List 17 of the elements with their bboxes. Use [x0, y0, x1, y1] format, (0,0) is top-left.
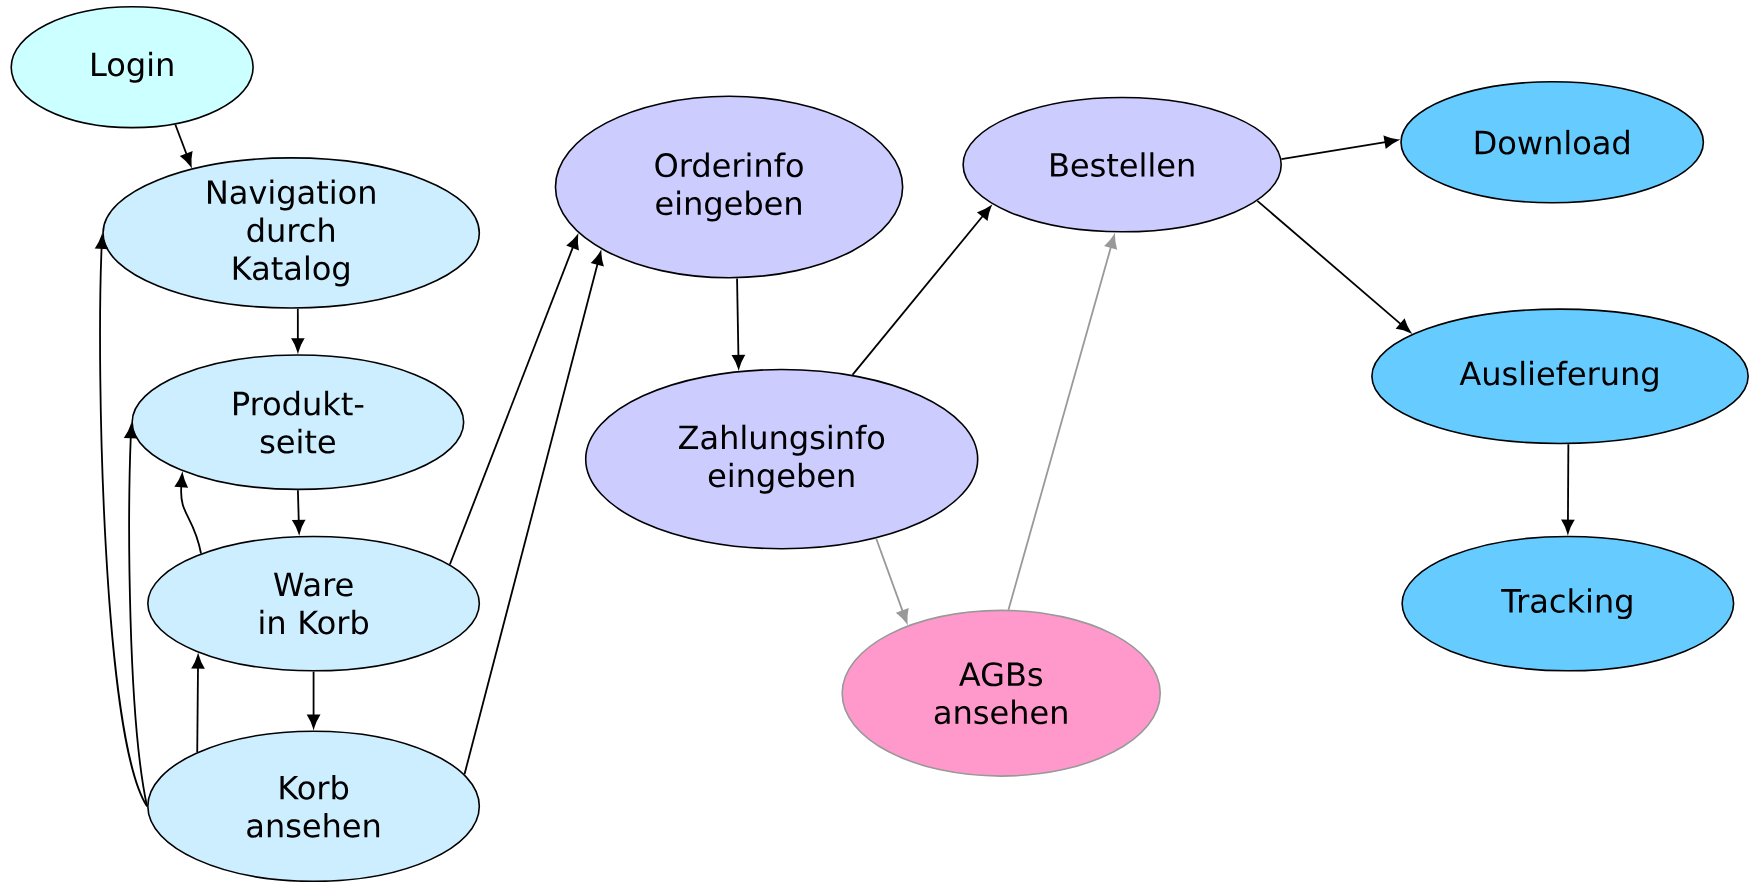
arrow — [1561, 443, 1575, 534]
arrow — [307, 670, 320, 728]
arrow — [191, 654, 205, 753]
arrow — [851, 205, 992, 376]
arrow — [463, 251, 604, 775]
arrow — [732, 277, 745, 369]
arrow — [291, 307, 305, 352]
arrow — [174, 123, 193, 167]
arrow — [875, 537, 909, 623]
arrow — [1280, 135, 1399, 160]
arrow — [175, 473, 202, 555]
arrow — [1256, 199, 1411, 333]
arrow — [448, 234, 579, 566]
arrow — [124, 424, 148, 807]
arrow — [292, 489, 305, 534]
arrow — [95, 235, 148, 807]
arrow — [1007, 234, 1117, 611]
